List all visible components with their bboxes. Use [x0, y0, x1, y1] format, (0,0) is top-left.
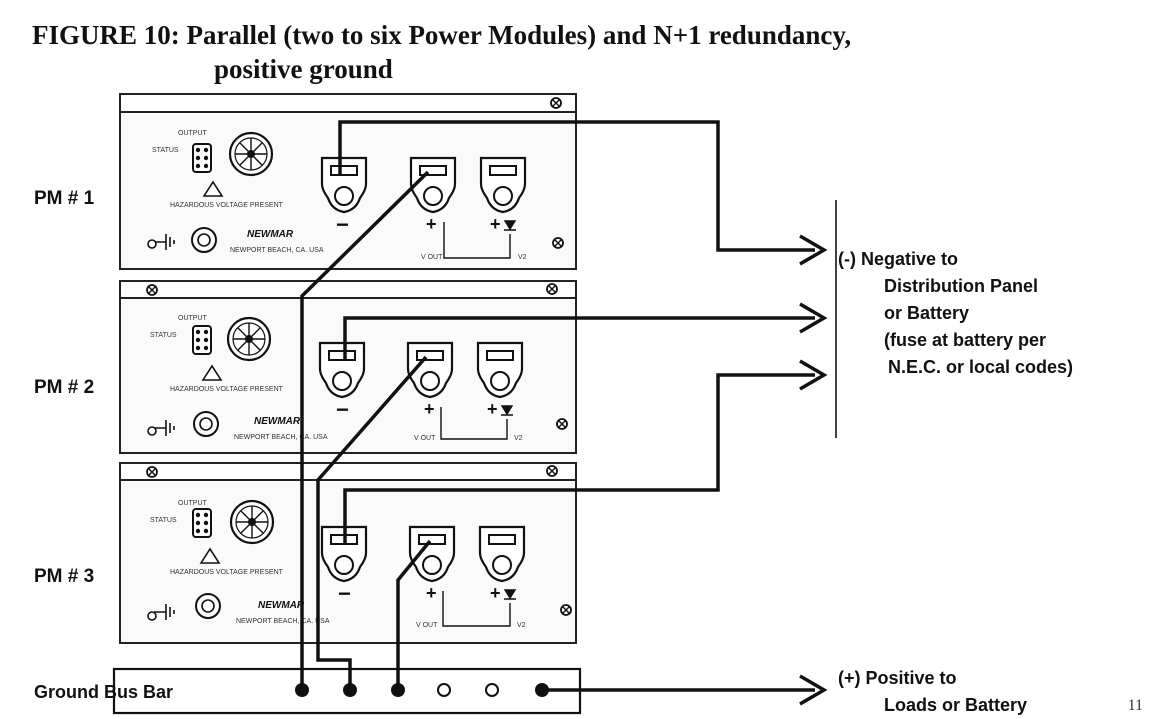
svg-text:HAZARDOUS VOLTAGE PRESENT: HAZARDOUS VOLTAGE PRESENT	[170, 202, 284, 209]
ground-bus-bar	[112, 667, 582, 715]
svg-text:NEWPORT BEACH, CA. USA: NEWPORT BEACH, CA. USA	[234, 434, 328, 441]
vout-label: V OUT	[416, 622, 438, 629]
screw-icon	[546, 465, 558, 477]
figure-title-line2: positive ground	[214, 54, 393, 84]
cooling-fan-icon	[226, 316, 272, 362]
svg-text:NEWPORT BEACH, CA. USA: NEWPORT BEACH, CA. USA	[230, 247, 324, 254]
ground-bus-bar-label: Ground Bus Bar	[34, 682, 174, 702]
vout-label: V OUT	[421, 254, 443, 261]
positive-terminal-mark: +	[426, 214, 437, 234]
diode-icon	[503, 220, 517, 231]
negative-wire-pm2	[343, 316, 815, 361]
svg-text:STATUS: STATUS	[150, 332, 177, 339]
screw-icon	[546, 283, 558, 295]
v2-label: V2	[517, 622, 526, 629]
positive-destination-line-1: (+) Positive to	[838, 668, 957, 688]
warning-triangle-icon	[199, 547, 221, 564]
negative-destination-line-3: or Battery	[884, 303, 970, 323]
v2-terminal-mark: +	[490, 583, 501, 603]
power-module-2: STATUS OUTPUT HAZARDOUS VOLTAGE PRESENT …	[119, 280, 577, 454]
cooling-fan-icon	[229, 499, 275, 545]
positive-wire-pm1	[300, 170, 430, 690]
arrow-right-icon	[799, 302, 828, 334]
negative-destination-line-5: N.E.C. or local codes)	[888, 357, 1074, 377]
status-led-icon	[192, 325, 212, 355]
bus-bar-terminal-open	[485, 683, 499, 697]
warning-triangle-icon	[202, 180, 224, 197]
positive-terminal-mark: +	[424, 399, 435, 419]
brand-label: NEWMAR	[254, 416, 301, 427]
brand-label: NEWMAR	[258, 600, 305, 611]
screw-icon	[552, 237, 564, 249]
negative-terminal-mark: −	[336, 397, 349, 422]
ground-stud-icon	[193, 411, 219, 437]
svg-text:OUTPUT: OUTPUT	[178, 315, 208, 322]
figure-title-line1: FIGURE 10: Parallel (two to six Power Mo…	[32, 20, 852, 50]
power-module-1: STATUS OUTPUT HAZARDOUS VOLTAGE PRESENT …	[119, 93, 577, 270]
svg-text:STATUS: STATUS	[150, 517, 177, 524]
cooling-fan-icon	[228, 131, 274, 177]
svg-text:HAZARDOUS VOLTAGE PRESENT: HAZARDOUS VOLTAGE PRESENT	[170, 569, 284, 576]
module-3-top-rail	[119, 462, 577, 481]
screw-icon	[146, 466, 158, 478]
svg-text:OUTPUT: OUTPUT	[178, 130, 208, 137]
positive-destination-line-2: Loads or Battery	[884, 695, 1028, 715]
status-led-icon	[192, 508, 212, 538]
figure-title: FIGURE 10: Parallel (two to six Power Mo…	[32, 18, 851, 86]
negative-terminal-mark: −	[338, 581, 351, 606]
svg-text:STATUS: STATUS	[152, 147, 179, 154]
positive-terminal-mark: +	[426, 583, 437, 603]
screw-icon	[556, 418, 568, 430]
module-2-top-rail	[119, 280, 577, 299]
negative-wire-pm1	[338, 120, 815, 252]
status-led-icon	[192, 143, 212, 173]
negative-destination-line-4: (fuse at battery per	[884, 330, 1047, 350]
module-1-top-rail	[119, 93, 577, 113]
module-1-label: PM # 1	[34, 188, 95, 209]
power-module-3: STATUS OUTPUT HAZARDOUS VOLTAGE PRESENT …	[119, 462, 577, 644]
svg-text:NEWPORT BEACH, CA. USA: NEWPORT BEACH, CA. USA	[236, 618, 330, 625]
page-number: 11	[1127, 697, 1143, 714]
v2-label: V2	[518, 254, 527, 261]
negative-wire-pm3	[343, 373, 815, 545]
diode-icon	[500, 405, 514, 416]
bus-bar-terminal-open	[437, 683, 451, 697]
negative-destination-line-2: Distribution Panel	[884, 276, 1039, 296]
v2-terminal-mark: +	[487, 399, 498, 419]
negative-terminal-mark: −	[336, 212, 349, 237]
vout-label: V OUT	[414, 435, 436, 442]
v2-label: V2	[514, 435, 523, 442]
module-2-label: PM # 2	[34, 377, 95, 398]
positive-wire-pm3	[396, 539, 432, 690]
brand-label: NEWMAR	[247, 229, 294, 240]
screw-icon	[550, 97, 562, 109]
arrow-right-icon	[799, 359, 828, 391]
diode-icon	[503, 589, 517, 600]
screw-icon	[560, 604, 572, 616]
screw-icon	[147, 239, 157, 249]
negative-destination-line-1: (-) Negative to	[838, 249, 959, 269]
ground-stud-icon	[191, 227, 217, 253]
svg-text:OUTPUT: OUTPUT	[178, 500, 208, 507]
positive-destination-label: (+) Positive to Loads or Battery	[838, 665, 1027, 719]
negative-destination-label: (-) Negative to Distribution Panel or Ba…	[838, 246, 1073, 381]
arrow-right-icon	[799, 674, 828, 706]
ground-stud-icon	[195, 593, 221, 619]
v2-terminal-mark: +	[490, 214, 501, 234]
arrow-right-icon	[799, 234, 828, 266]
positive-wire-pm2	[316, 355, 428, 690]
warning-triangle-icon	[201, 364, 223, 381]
screw-icon	[147, 426, 157, 436]
module-3-label: PM # 3	[34, 566, 95, 587]
screw-icon	[146, 284, 158, 296]
svg-text:HAZARDOUS VOLTAGE PRESENT: HAZARDOUS VOLTAGE PRESENT	[170, 386, 284, 393]
screw-icon	[147, 611, 157, 621]
